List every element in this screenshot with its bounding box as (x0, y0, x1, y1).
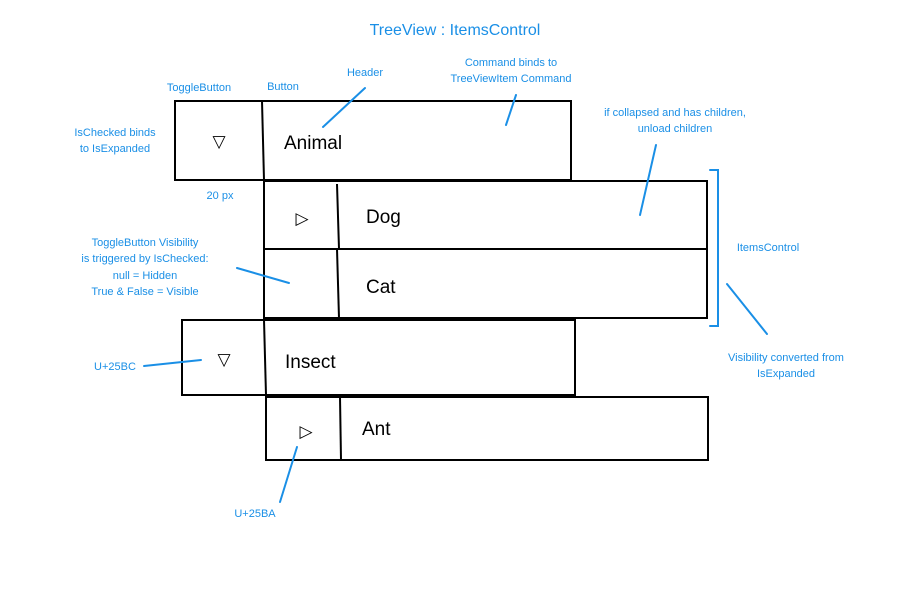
visibility-converted-label-line-1: Visibility converted from (728, 352, 844, 364)
ischecked-label-line-1: IsChecked binds (74, 127, 156, 139)
width-label: 20 px (207, 190, 234, 202)
tree-item-insect-header[interactable]: Insect (285, 352, 336, 373)
visibility-converted-label-line-2: IsExpanded (757, 368, 815, 380)
command-label-line-2: TreeViewItem Command (450, 73, 571, 85)
tree-item-insect-divider (263, 319, 267, 396)
tree-item-ant-header[interactable]: Ant (362, 419, 391, 440)
collapsed-label-line-1: if collapsed and has children, (604, 107, 746, 119)
tree-item-animal-header[interactable]: Animal (284, 133, 342, 154)
command-label-line-1: Command binds to (465, 57, 557, 69)
tree-item-cat-box (263, 248, 708, 319)
tree-item-ant-divider (339, 396, 342, 461)
tree-item-insect-box (181, 319, 576, 396)
tree-item-animal-box (174, 100, 572, 181)
visibility-converted-pointer-line (726, 283, 768, 335)
u25bc-label: U+25BC (94, 361, 136, 373)
u25ba-pointer-line (279, 446, 298, 503)
collapsed-pointer-line (639, 144, 657, 216)
visibility-trigger-label-line-1: ToggleButton Visibility (92, 237, 199, 249)
visibility-trigger-pointer-line (236, 267, 290, 284)
tree-item-animal-divider (261, 100, 265, 181)
visibility-trigger-label-line-4: True & False = Visible (91, 286, 198, 298)
tree-item-dog-header[interactable]: Dog (366, 207, 401, 228)
toggle-button-label: ToggleButton (167, 82, 231, 94)
toggle-collapsed-icon[interactable]: ▷ (295, 209, 309, 229)
tree-item-animal: ▽ Animal (174, 100, 572, 181)
toggle-expanded-icon[interactable]: ▽ (217, 350, 231, 370)
toggle-expanded-icon[interactable]: ▽ (212, 132, 226, 152)
tree-item-ant: ▷ Ant (265, 396, 709, 461)
visibility-trigger-label-line-2: is triggered by IsChecked: (81, 253, 208, 265)
button-label: Button (267, 81, 299, 93)
ischecked-label-line-2: to IsExpanded (80, 143, 150, 155)
tree-item-insect: ▽ Insect (181, 319, 576, 396)
collapsed-label-line-2: unload children (638, 123, 713, 135)
u25bc-pointer-line (143, 359, 202, 367)
command-pointer-line (505, 94, 517, 126)
tree-item-cat-header[interactable]: Cat (366, 277, 396, 298)
items-control-bracket (709, 169, 719, 327)
tree-item-dog-divider (336, 183, 340, 250)
tree-item-cat: Cat (263, 248, 708, 319)
tree-item-cat-divider (336, 248, 340, 319)
items-control-label: ItemsControl (737, 242, 799, 254)
tree-item-ant-box (265, 396, 709, 461)
header-pointer-line (322, 87, 366, 128)
diagram-title: TreeView : ItemsControl (370, 22, 541, 39)
header-label: Header (347, 67, 383, 79)
toggle-collapsed-icon[interactable]: ▷ (299, 422, 313, 442)
u25ba-label: U+25BA (234, 508, 276, 520)
visibility-trigger-label-line-3: null = Hidden (113, 270, 178, 282)
